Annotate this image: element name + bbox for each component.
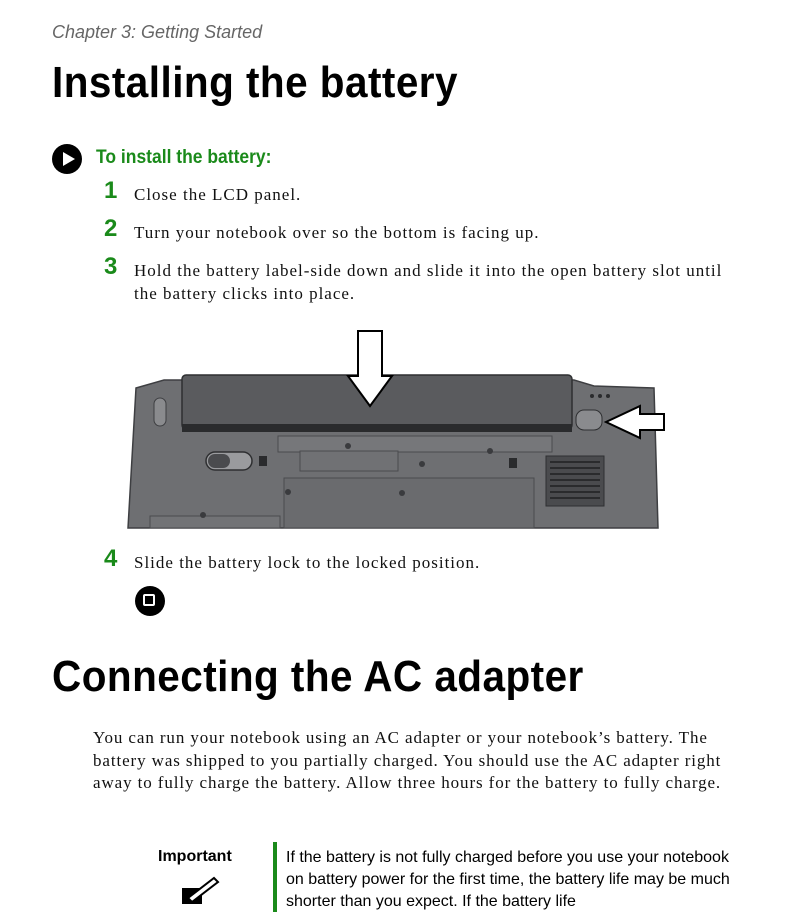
important-note-icon — [182, 876, 220, 904]
procedure-start-icon — [52, 144, 82, 174]
lock-arrow-icon — [603, 404, 665, 440]
procedure-heading: To install the battery: — [52, 143, 271, 175]
section-title-installing-battery: Installing the battery — [52, 58, 458, 107]
important-label: Important — [158, 848, 232, 865]
step-text: Slide the battery lock to the locked pos… — [134, 553, 481, 572]
important-text: If the battery is not fully charged befo… — [286, 849, 730, 910]
step-text: Hold the battery label-side down and sli… — [134, 261, 723, 303]
section-title-ac-adapter: Connecting the AC adapter — [52, 652, 584, 701]
procedure-end-icon — [135, 586, 165, 616]
step-number: 3 — [104, 253, 118, 280]
procedure-label: To install the battery: — [96, 147, 272, 168]
chapter-header: Chapter 3: Getting Started — [52, 22, 263, 42]
vent-grille — [545, 455, 605, 507]
step-text: Close the LCD panel. — [134, 185, 302, 204]
step-text: Turn your notebook over so the bottom is… — [134, 223, 540, 242]
important-bar — [273, 842, 277, 912]
step-number: 4 — [104, 545, 118, 572]
notebook-battery-figure — [127, 330, 665, 529]
step-number: 2 — [104, 215, 118, 242]
body-paragraph: You can run your notebook using an AC ad… — [93, 728, 722, 792]
step-number: 1 — [104, 177, 118, 204]
insert-arrow-icon — [346, 330, 394, 408]
